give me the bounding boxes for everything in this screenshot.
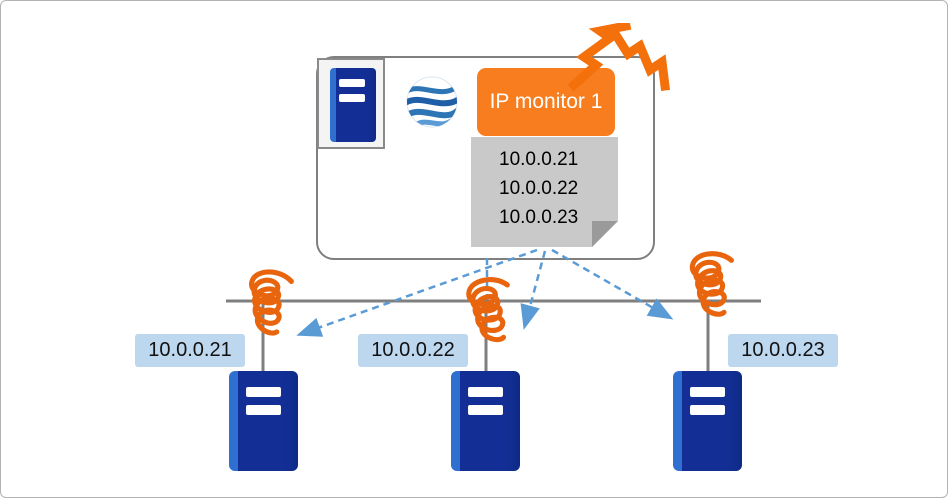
server-slot	[246, 387, 281, 397]
server-slot	[690, 387, 725, 397]
server-slot	[468, 405, 503, 415]
server-slot	[339, 79, 365, 87]
globe-swirl-logo-icon	[406, 76, 458, 128]
note-ip-line: 10.0.0.22	[499, 178, 579, 199]
interference-squiggle-icon	[249, 269, 294, 336]
server-tower-icon	[229, 371, 298, 471]
server-slot	[246, 405, 281, 415]
alert-burst-icon	[568, 23, 670, 92]
ping-arrow-middle	[520, 250, 547, 330]
note-ip-line: 10.0.0.21	[499, 149, 579, 170]
ip-label-server3: 10.0.0.23	[728, 334, 838, 367]
note-ip-line: 10.0.0.23	[499, 207, 579, 228]
server-slot	[690, 405, 725, 415]
server-tower-icon	[451, 371, 520, 471]
ip-monitor-badge: IP monitor 1	[477, 68, 615, 136]
ping-arrow-right	[551, 248, 674, 320]
server-tower-icon	[330, 68, 376, 142]
ip-label-server1: 10.0.0.21	[135, 334, 245, 367]
interference-squiggle-icon	[466, 277, 510, 343]
ip-label-server2: 10.0.0.22	[358, 334, 468, 367]
server-tower-icon	[673, 371, 742, 471]
server-slot	[468, 387, 503, 397]
server-slot	[339, 94, 365, 102]
monitor-server-frame	[317, 58, 385, 149]
interference-squiggle-icon	[689, 251, 734, 317]
